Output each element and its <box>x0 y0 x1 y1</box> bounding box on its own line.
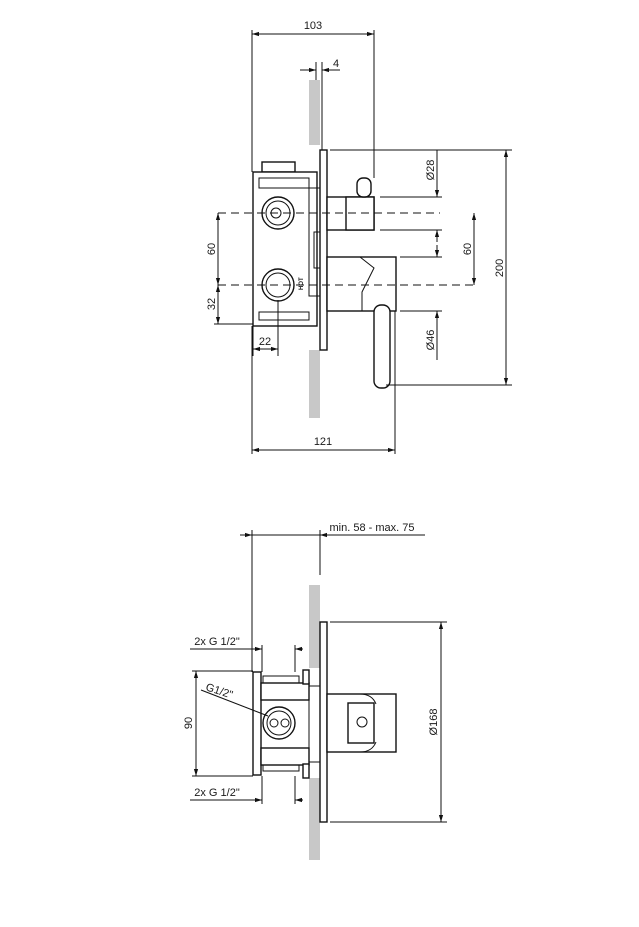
dim-depth-with-lever: 121 <box>314 436 332 448</box>
dim-spacing-left: 60 <box>206 243 218 255</box>
cover-plate <box>319 149 328 351</box>
dim-dia-small: Ø28 <box>425 160 437 181</box>
dim-spacing-right: 60 <box>462 243 474 255</box>
dim-inlet-offset: 22 <box>259 336 271 348</box>
side-view: min. 58 - max. 75 2x G 1/2" 90 G1/2" 2x … <box>183 522 447 860</box>
dim-depth-total: 103 <box>304 20 322 32</box>
diverter-handle <box>326 177 375 231</box>
wall-section-lower <box>309 778 320 860</box>
dim-box-height: 90 <box>183 717 195 729</box>
dim-dia-large: Ø46 <box>425 330 437 351</box>
dim-plate-diameter: Ø168 <box>428 709 440 736</box>
mixer-body-box: HOT <box>252 161 321 327</box>
leader-line <box>200 689 269 717</box>
top-view: HOT 103 4 60 32 22 <box>206 20 512 454</box>
label-inlet-thread: G1/2" <box>204 681 234 701</box>
dim-connection-top: 2x G 1/2" <box>194 636 240 648</box>
inlet-port <box>262 706 296 740</box>
wall-section-lower <box>309 350 320 418</box>
wall-section-upper <box>309 585 320 668</box>
mixer-lever <box>326 256 397 389</box>
mixer-handle <box>326 693 397 753</box>
dim-install-depth: min. 58 - max. 75 <box>330 522 415 534</box>
mixer-body-box <box>252 669 321 779</box>
hot-marking: HOT <box>299 277 305 290</box>
dim-bottom-offset: 32 <box>206 298 218 310</box>
dim-height-total: 200 <box>494 259 506 277</box>
dim-plate-thickness: 4 <box>333 58 339 70</box>
wall-section-upper <box>309 80 320 145</box>
dim-connection-bottom: 2x G 1/2" <box>194 787 240 799</box>
cover-plate <box>319 621 328 823</box>
